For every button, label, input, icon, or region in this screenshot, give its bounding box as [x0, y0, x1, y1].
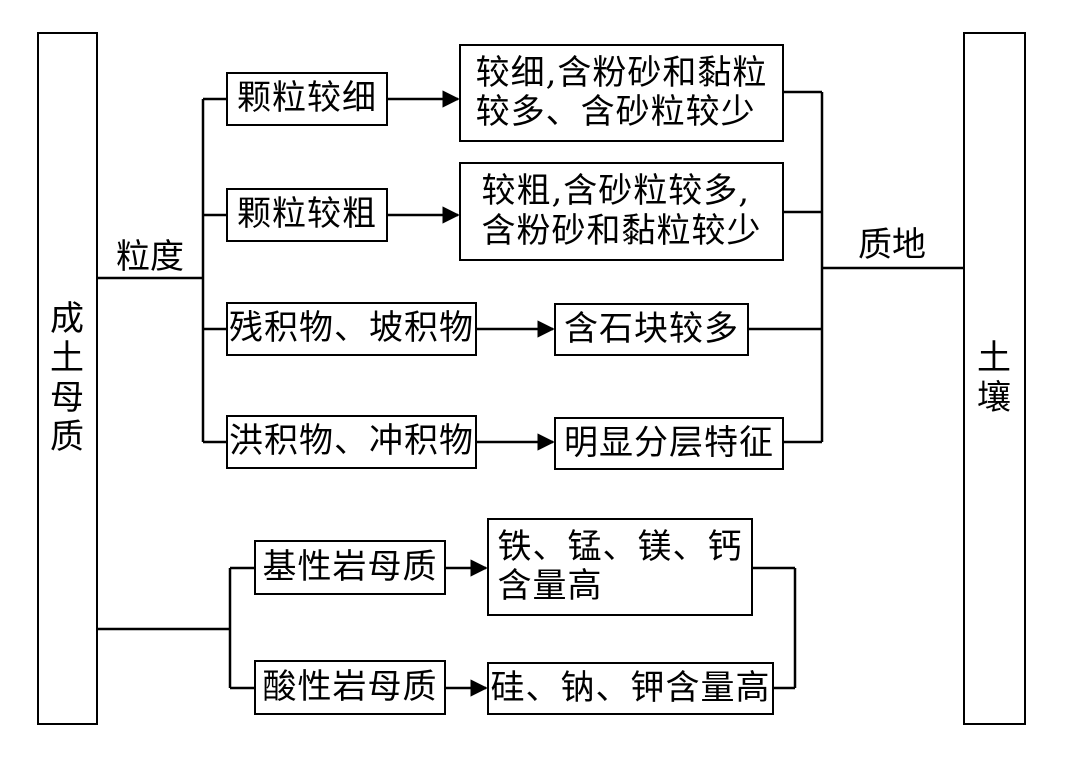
- result-box-coarse: 较粗,含砂粒较多, 含粉砂和黏粒较少: [459, 162, 784, 261]
- category-label: 残积物、坡积物: [229, 308, 474, 349]
- parent-material-char: 成: [50, 299, 85, 340]
- category-box-alluvial: 洪积物、冲积物: [226, 415, 477, 469]
- category-label: 洪积物、冲积物: [229, 421, 474, 462]
- soil-box: 土 壤: [963, 32, 1026, 725]
- soil-char: 壤: [977, 377, 1012, 418]
- rock-box-basic: 基性岩母质: [254, 540, 446, 595]
- rock-result-label: 铁、锰、镁、钙 含量高: [497, 526, 743, 606]
- category-box-residual: 残积物、坡积物: [226, 302, 477, 356]
- rock-result-label: 硅、钠、钾含量高: [490, 667, 771, 708]
- soil-char: 土: [977, 338, 1012, 379]
- texture-label: 质地: [858, 225, 926, 265]
- rock-result-acidic: 硅、钠、钾含量高: [487, 662, 774, 715]
- category-box-coarse: 颗粒较粗: [226, 188, 388, 242]
- result-label: 较细,含粉砂和黏粒 较多、含砂粒较少: [475, 52, 768, 132]
- result-box-alluvial: 明显分层特征: [554, 417, 784, 470]
- parent-material-box: 成 土 母 质: [37, 32, 98, 725]
- rock-label: 基性岩母质: [262, 546, 438, 587]
- result-label: 明显分层特征: [564, 422, 774, 463]
- parent-material-char: 质: [50, 416, 85, 457]
- rock-result-basic: 铁、锰、镁、钙 含量高: [487, 518, 753, 616]
- parent-material-char: 母: [50, 377, 85, 418]
- result-box-residual: 含石块较多: [554, 303, 749, 356]
- grain-size-label: 粒度: [116, 237, 184, 277]
- rock-box-acidic: 酸性岩母质: [254, 660, 446, 715]
- result-label: 含石块较多: [564, 308, 739, 349]
- rock-label: 酸性岩母质: [262, 666, 438, 707]
- category-box-fine: 颗粒较细: [226, 72, 388, 126]
- parent-material-char: 土: [50, 338, 85, 379]
- category-label: 颗粒较细: [237, 78, 377, 119]
- result-box-fine: 较细,含粉砂和黏粒 较多、含砂粒较少: [459, 44, 784, 142]
- result-label: 较粗,含砂粒较多, 含粉砂和黏粒较少: [481, 171, 762, 251]
- category-label: 颗粒较粗: [237, 194, 377, 235]
